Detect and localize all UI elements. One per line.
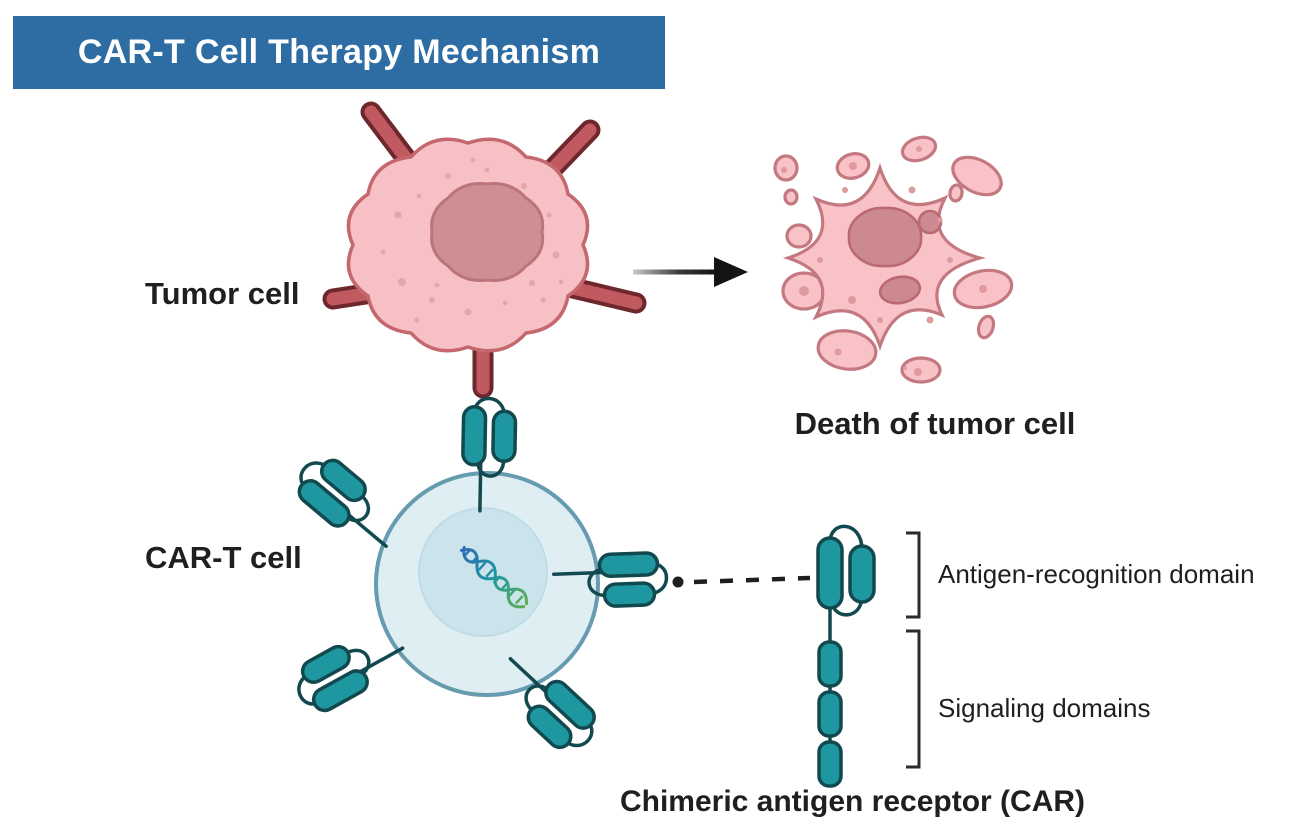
page-title: CAR-T Cell Therapy Mechanism — [77, 33, 601, 71]
signaling-domains-shape — [817, 640, 843, 788]
tumor-cell-nucleus — [430, 182, 545, 282]
antigen-recognition-domain-label: Antigen-recognition domain — [938, 559, 1255, 589]
death-of-tumor-cell-label: Death of tumor cell — [794, 406, 1076, 441]
signaling-domain-bracket-icon — [906, 629, 921, 769]
car-t-cell-nucleus — [418, 507, 548, 637]
tumor-cell-label: Tumor cell — [145, 276, 300, 311]
dead-cell-granules — [781, 146, 987, 376]
car-t-cell-label: CAR-T cell — [145, 540, 302, 575]
antigen-domain-bracket-icon — [906, 531, 921, 619]
dead-tumor-cell-icon — [773, 135, 1014, 384]
dead-cell-nucleus-fragments — [847, 206, 943, 305]
arrow-right-icon — [633, 257, 748, 287]
car-t-cell-icon — [285, 396, 670, 763]
signaling-domains-label: Signaling domains — [938, 693, 1151, 723]
tumor-cell-granules — [380, 157, 564, 323]
dna-helix-icon — [459, 545, 529, 609]
chimeric-antigen-receptor-icon — [816, 524, 921, 788]
tumor-cell-icon — [322, 101, 647, 399]
dashed-connector-icon — [672, 575, 811, 588]
antigen-recognition-domain-shape — [816, 524, 876, 648]
title-banner: CAR-T Cell Therapy Mechanism — [13, 16, 665, 89]
chimeric-antigen-receptor-label: Chimeric antigen receptor (CAR) — [619, 785, 1086, 818]
